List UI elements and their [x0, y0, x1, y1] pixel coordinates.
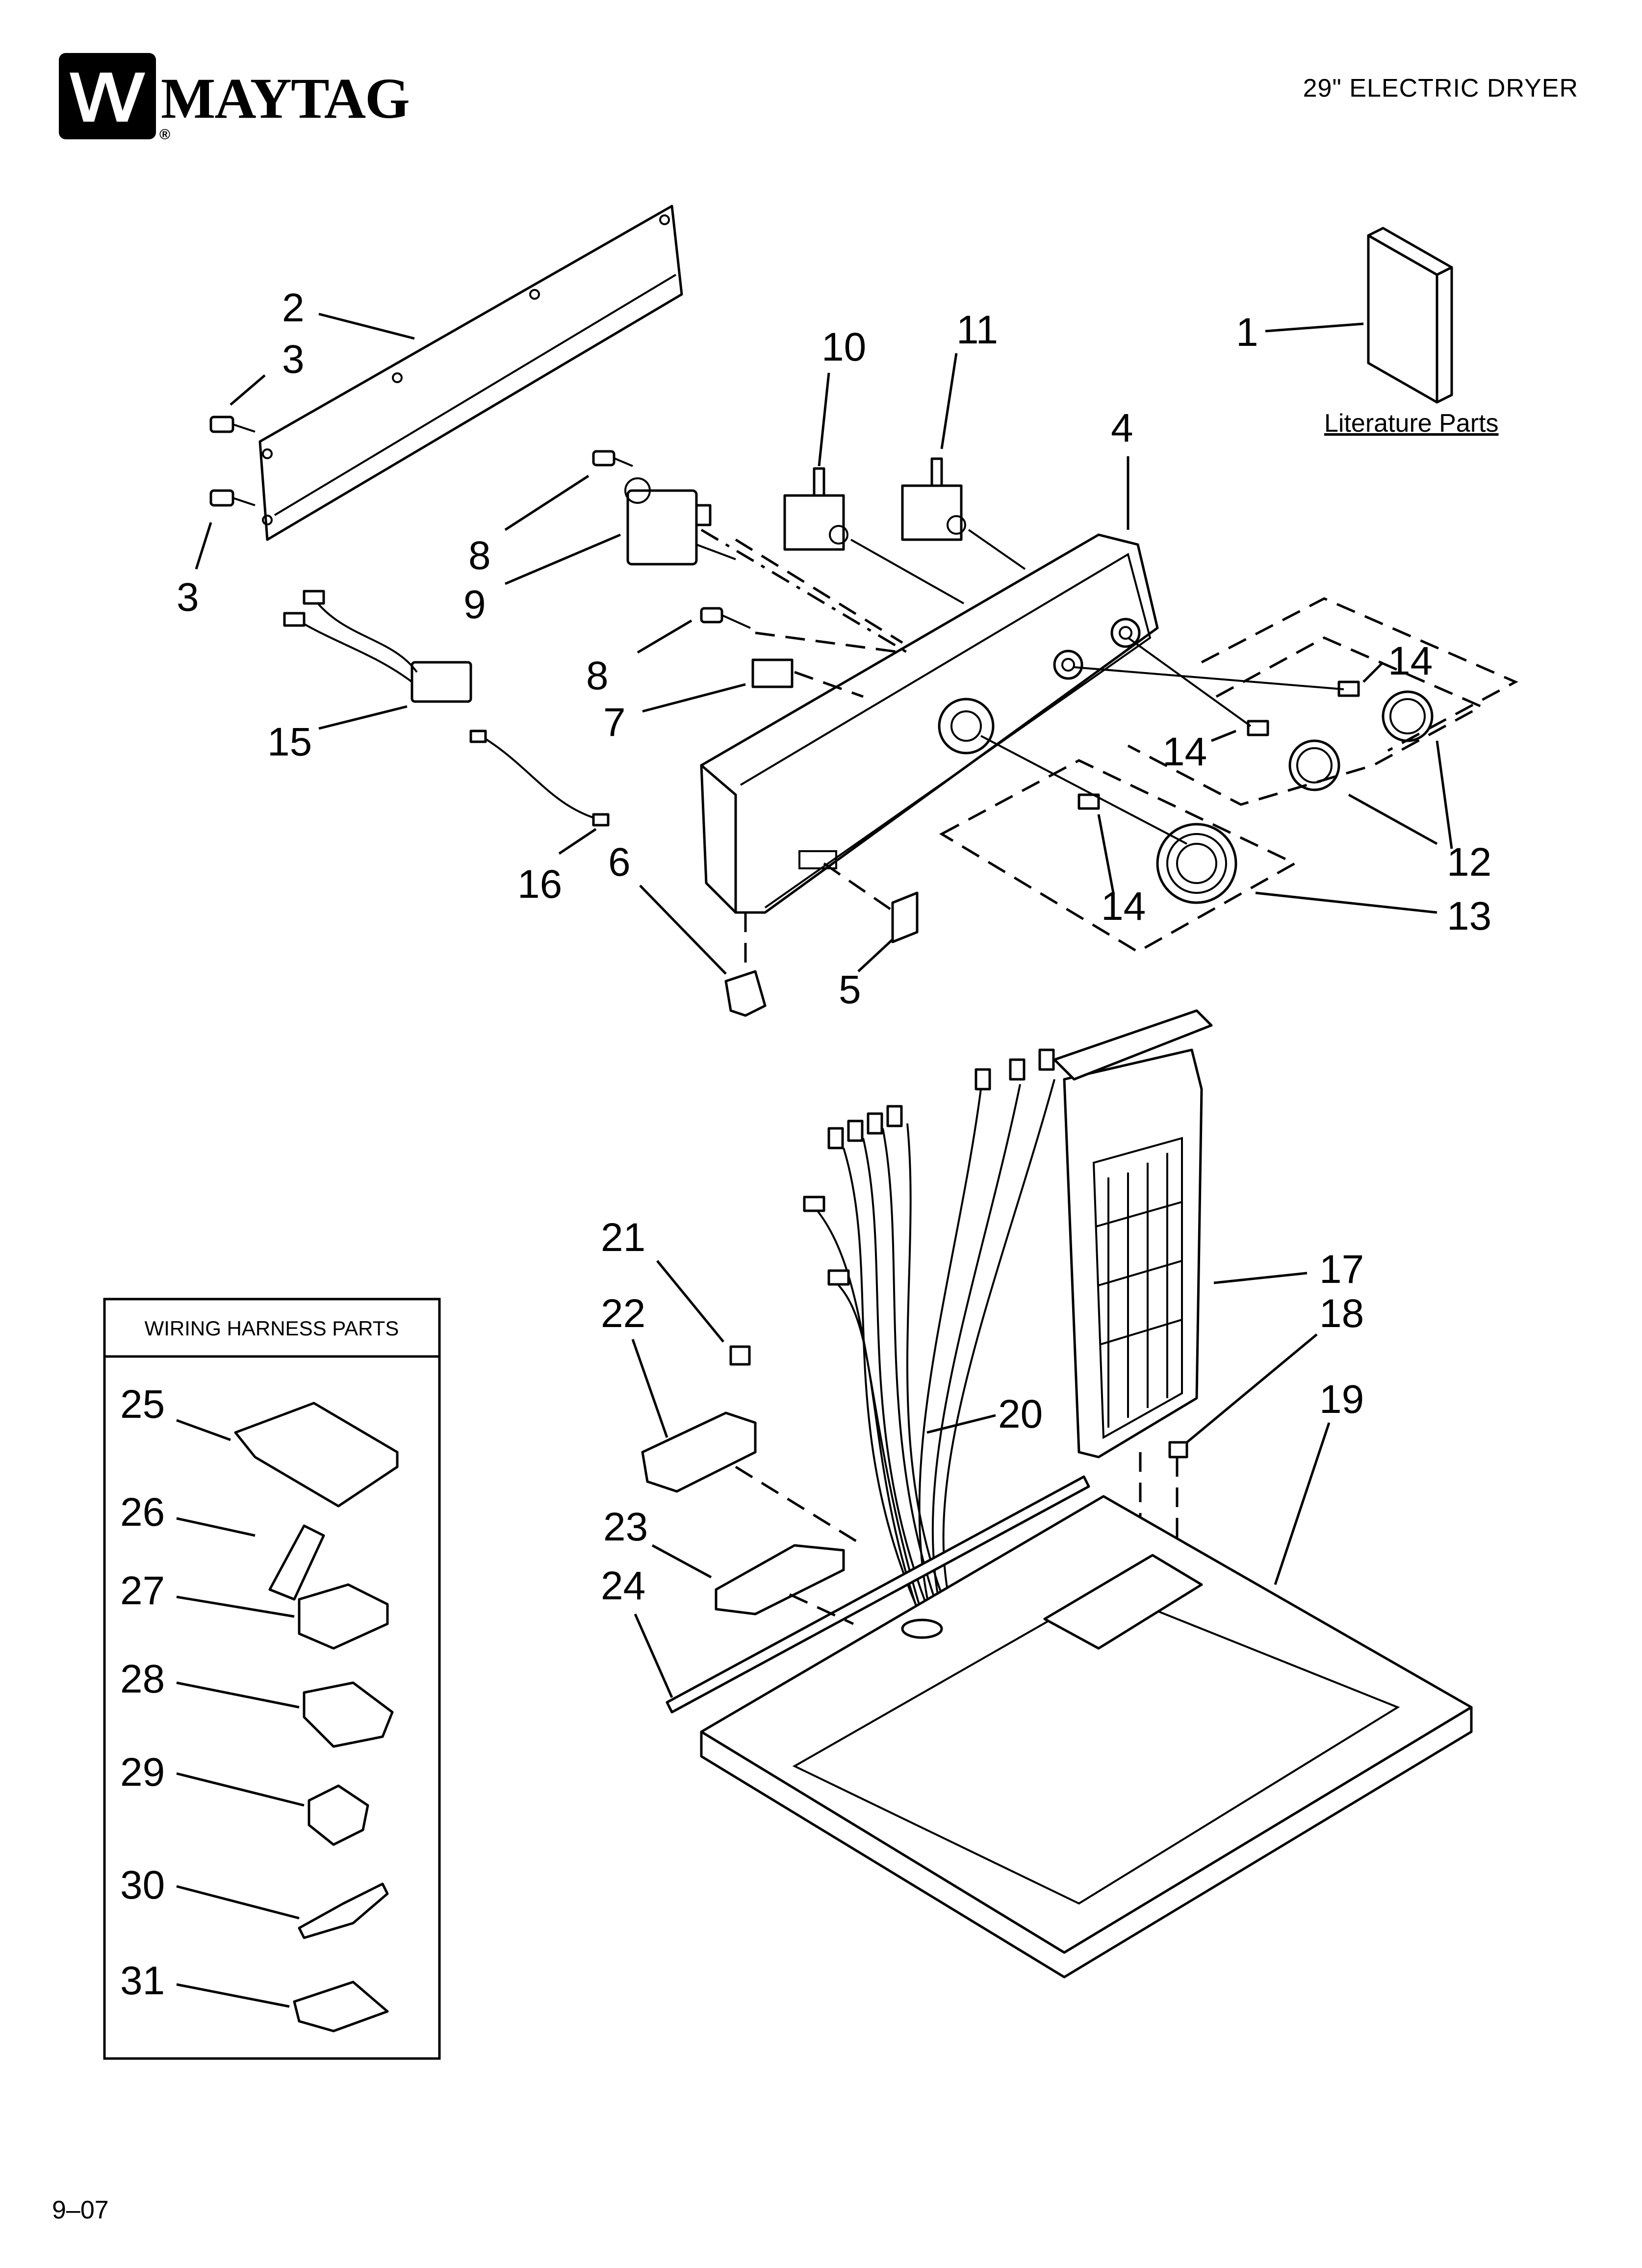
connector-icon [234, 1402, 399, 2033]
wiring-item-25: 25 [120, 1382, 165, 1427]
part-knob-icon [1156, 690, 1434, 904]
callout-16: 16 [517, 862, 562, 907]
screw-icon [729, 1345, 751, 1366]
callout-15: 15 [267, 720, 312, 764]
wiring-item-31: 31 [120, 1958, 165, 2003]
callout-14: 14 [1101, 884, 1146, 929]
callout-1: 1 [1236, 310, 1258, 355]
callout-13: 13 [1447, 894, 1491, 938]
callout-3: 3 [282, 337, 305, 382]
callout-22: 22 [601, 1291, 645, 1336]
part-wire-harness-icon [283, 590, 472, 703]
callout-7: 7 [603, 700, 626, 745]
screw-icon [592, 450, 751, 629]
part-push-switch-icon [783, 457, 966, 551]
page-title: 29" ELECTRIC DRYER [1303, 74, 1578, 103]
callout-9: 9 [463, 582, 486, 627]
callout-23: 23 [603, 1505, 648, 1549]
callout-20: 20 [998, 1392, 1043, 1436]
part-switch-clip-icon [751, 658, 794, 688]
part-seal-strip-icon [666, 1475, 1090, 1714]
page-code: 9–07 [52, 2196, 109, 2224]
maytag-emblem-icon [59, 53, 156, 139]
screw-icon [209, 416, 256, 507]
part-main-harness-icon [803, 1048, 1055, 1619]
part-bracket-icon [715, 1544, 845, 1616]
callout-24: 24 [601, 1564, 645, 1608]
part-control-console [700, 533, 1159, 914]
callout-10: 10 [821, 325, 866, 369]
callout-8: 8 [586, 653, 609, 698]
part-mount-plate-icon [641, 1411, 757, 1493]
callout-3: 3 [177, 575, 199, 620]
callout-17: 17 [1319, 1247, 1364, 1292]
wiring-item-26: 26 [120, 1490, 165, 1535]
part-knob-insert-icon [1078, 680, 1360, 810]
brand-name: MAYTAG [161, 66, 410, 130]
callout-12: 12 [1447, 840, 1491, 885]
literature-parts-label: Literature Parts [1324, 409, 1499, 438]
wiring-item-27: 27 [120, 1568, 165, 1613]
part-lint-screen-icon [1053, 1009, 1213, 1459]
registered-mark: ® [159, 127, 171, 143]
screw-icon [1168, 1441, 1188, 1459]
callout-21: 21 [601, 1215, 645, 1260]
callout-8: 8 [468, 533, 491, 578]
callout-11: 11 [956, 308, 998, 352]
callout-5: 5 [839, 967, 861, 1012]
wiring-item-29: 29 [120, 1750, 165, 1795]
part-label-icon [891, 891, 919, 943]
part-rear-bracket [258, 205, 683, 541]
callout-6: 6 [608, 840, 631, 885]
wiring-harness-box: WIRING HARNESS PARTS [103, 1298, 441, 2060]
part-timer-icon [624, 477, 736, 566]
wiring-item-28: 28 [120, 1657, 165, 1701]
maytag-logo: MAYTAG ® [59, 53, 410, 146]
part-literature-icon [1367, 227, 1453, 404]
callout-18: 18 [1319, 1291, 1364, 1336]
wiring-item-30: 30 [120, 1863, 165, 1907]
callout-19: 19 [1319, 1377, 1364, 1422]
callout-14: 14 [1388, 639, 1433, 683]
callout-2: 2 [282, 286, 305, 330]
part-top-cover [700, 1495, 1473, 1979]
callout-4: 4 [1111, 406, 1133, 450]
wiring-box-title: WIRING HARNESS PARTS [145, 1317, 399, 1340]
callout-14: 14 [1162, 730, 1207, 774]
callout-leaders [195, 313, 1453, 1698]
part-clip-icon [724, 970, 767, 1017]
part-wire-jumper-icon [469, 730, 610, 827]
